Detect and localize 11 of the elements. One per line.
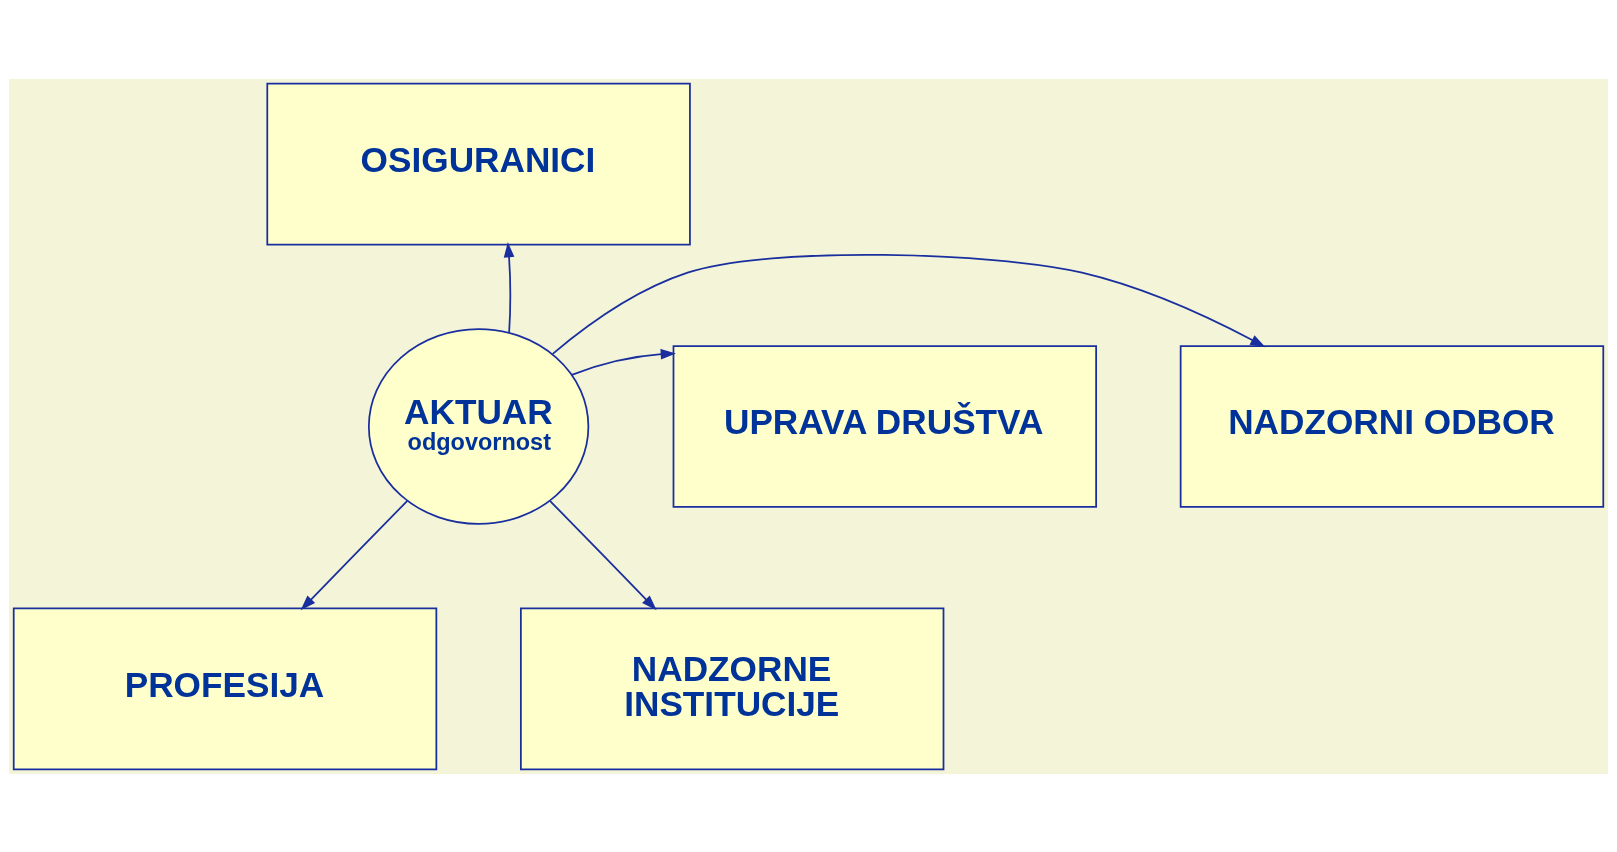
node-box: PROFESIJA <box>12 607 438 770</box>
arrow <box>300 499 409 610</box>
arrow <box>549 499 657 610</box>
node-ellipse: AKTUAR odgovornost <box>367 327 590 525</box>
arrow <box>570 348 676 376</box>
arrow <box>551 253 1266 355</box>
node-box: NADZORNE INSTITUCIJE <box>520 607 945 770</box>
node-box: UPRAVA DRUŠTVA <box>672 344 1097 508</box>
node-box: NADZORNI ODBOR <box>1179 344 1605 508</box>
node-box: OSIGURANICI <box>266 82 691 245</box>
arrow <box>503 241 515 334</box>
